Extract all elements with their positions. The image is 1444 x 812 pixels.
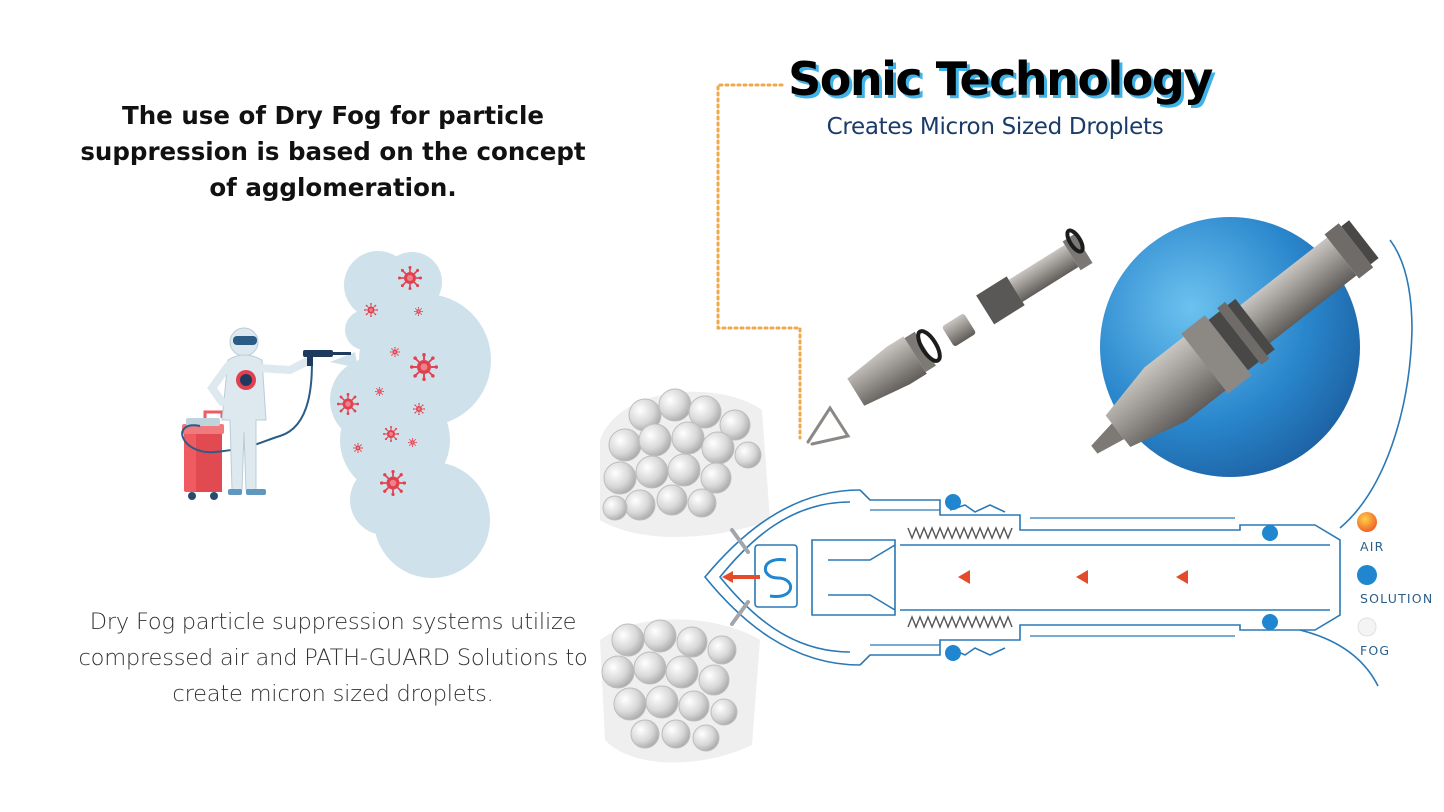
spray-illustration — [181, 251, 491, 578]
fog-droplets-bottom — [600, 619, 760, 763]
virus-icon — [408, 438, 417, 447]
virus-icon — [413, 403, 425, 415]
nozzle-assembly-icon — [806, 228, 1093, 446]
fog-cloud — [330, 251, 491, 578]
virus-icon — [414, 307, 423, 316]
o-ring — [1065, 228, 1085, 254]
virus-icon — [364, 303, 378, 317]
virus-icon — [398, 266, 422, 290]
body-text: Dry Fog particle suppression systems uti… — [78, 609, 588, 707]
air-flow-stream — [722, 570, 1346, 584]
page-title: Sonic Technology — [788, 52, 1213, 106]
headline: The use of Dry Fog for particle suppress… — [80, 101, 586, 202]
virus-icon — [380, 470, 406, 496]
virus-icon — [410, 353, 438, 381]
nozzle-cap — [847, 331, 936, 406]
virus-icon — [383, 426, 399, 442]
insert — [942, 314, 976, 346]
worker-in-hazmat-suit-icon — [207, 327, 310, 495]
fog-dot-icon — [1357, 617, 1377, 637]
fog-droplets-top — [600, 388, 770, 537]
legend-label-solution: SOLUTION — [1360, 591, 1434, 606]
virus-icon — [337, 393, 359, 415]
solution-dot-icon — [1357, 565, 1377, 585]
virus-icon — [353, 443, 363, 453]
spray-gun — [303, 350, 351, 366]
air-dot-icon — [1357, 512, 1377, 532]
spring-clip — [806, 405, 851, 446]
legend — [1357, 512, 1377, 637]
page-subtitle: Creates Micron Sized Droplets — [826, 114, 1164, 140]
assembled-nozzle-feature — [1091, 217, 1379, 477]
o-ring — [916, 329, 942, 363]
dotted-leader-line — [716, 83, 802, 440]
legend-label-fog: FOG — [1360, 643, 1391, 658]
virus-icon — [390, 347, 400, 357]
solution-droplets — [945, 494, 1278, 661]
sprayer-cart-icon — [182, 410, 224, 500]
legend-label-air: AIR — [1360, 539, 1385, 554]
virus-icon — [375, 387, 384, 396]
